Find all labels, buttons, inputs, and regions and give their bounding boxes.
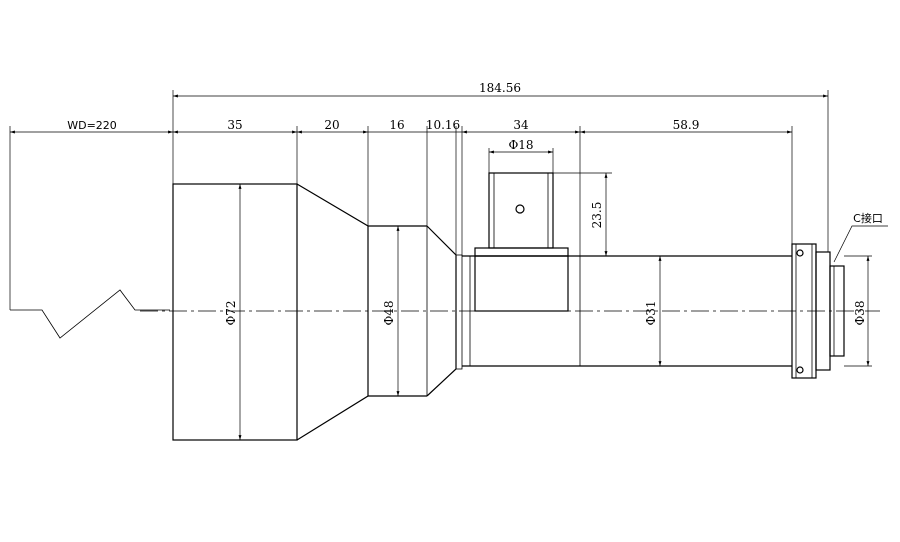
mount-screw-bottom — [796, 366, 804, 374]
port-length-label: 34 — [513, 118, 529, 132]
side-port-collar — [474, 247, 569, 257]
rear-length-label: 58.9 — [673, 118, 700, 132]
mount-screw-top — [796, 249, 804, 257]
side-port-box — [474, 255, 569, 312]
port-height-label: 23.5 — [590, 202, 604, 229]
front-diameter-label: Φ72 — [224, 300, 238, 325]
front-length-label: 35 — [227, 118, 242, 132]
c-mount-leader — [833, 225, 888, 263]
mount-diameter-label: Φ38 — [853, 300, 867, 325]
mid-length-label: 16 — [389, 118, 404, 132]
working-distance-break-line — [10, 289, 170, 339]
port-diameter-label: Φ18 — [508, 138, 533, 152]
c-mount-label: C接口 — [853, 212, 883, 225]
dimension-lines — [10, 94, 888, 440]
working-distance-label: WD=220 — [67, 119, 117, 132]
overall-length-label: 184.56 — [479, 81, 521, 95]
mid-diameter-label: Φ48 — [382, 300, 396, 325]
side-port-cylinder — [488, 172, 554, 249]
port-screw-hole — [515, 204, 525, 214]
lens-body-outline — [172, 172, 845, 441]
tube-diameter-label: Φ31 — [644, 300, 658, 325]
taper-length-label: 20 — [324, 118, 339, 132]
step-length-label: 10.16 — [426, 118, 460, 132]
front-barrel — [172, 183, 298, 441]
taper-section — [296, 183, 369, 441]
c-mount-thread — [829, 265, 845, 357]
dimension-labels: 184.56 WD=220 35 20 16 10.16 34 58.9 Φ18… — [67, 81, 883, 326]
